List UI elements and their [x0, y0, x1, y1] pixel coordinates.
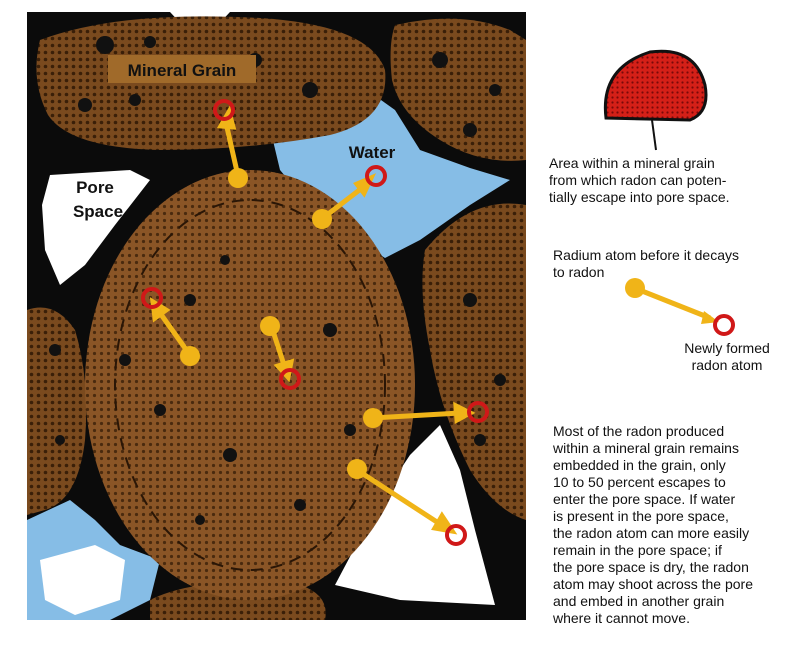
mineral-grain-top	[36, 16, 385, 150]
legend-radium-line: Radium atom before it decays	[553, 247, 803, 264]
mineral-grain-label: Mineral Grain	[128, 61, 237, 80]
legend-radon-atom	[715, 316, 733, 334]
paragraph-line: Most of the radon produced	[553, 423, 808, 440]
paragraph-line: is present in the pore space,	[553, 508, 808, 525]
radium-atom	[260, 316, 280, 336]
explanation-paragraph: Most of the radon produced within a mine…	[553, 423, 808, 627]
radium-atom	[228, 168, 248, 188]
pore-space-label-line1: Pore	[76, 178, 114, 197]
legend-area-description: Area within a mineral grain from which r…	[549, 155, 799, 206]
paragraph-line: and embed in another grain	[553, 593, 808, 610]
radium-atom	[347, 459, 367, 479]
legend-radon-line: Newly formed	[667, 340, 787, 357]
legend-area-line: tially escape into pore space.	[549, 189, 799, 206]
pore-space-label-line2: Space	[73, 202, 123, 221]
legend-radium-line: to radon	[553, 264, 803, 281]
paragraph-line: 10 to 50 percent escapes to	[553, 474, 808, 491]
legend-area-pointer	[652, 120, 656, 150]
legend-radium-description: Radium atom before it decays to radon	[553, 247, 803, 281]
paragraph-line: enter the pore space. If water	[553, 491, 808, 508]
radium-atom	[180, 346, 200, 366]
legend-radon-description: Newly formed radon atom	[667, 340, 787, 374]
paragraph-line: within a mineral grain remains	[553, 440, 808, 457]
legend-recoil-arrow	[625, 278, 733, 334]
radium-atom	[312, 209, 332, 229]
paragraph-line: remain in the pore space; if	[553, 542, 808, 559]
paragraph-line: atom may shoot across the pore	[553, 576, 808, 593]
legend-radium-atom	[625, 278, 645, 298]
legend-area-line: from which radon can poten-	[549, 172, 799, 189]
mineral-grain-center	[85, 170, 415, 600]
paragraph-line: the radon atom can more easily	[553, 525, 808, 542]
radium-atom	[363, 408, 383, 428]
legend-radon-line: radon atom	[667, 357, 787, 374]
legend-area-symbol	[605, 51, 706, 120]
paragraph-line: where it cannot move.	[553, 610, 808, 627]
legend-area-line: Area within a mineral grain	[549, 155, 799, 172]
paragraph-line: the pore space is dry, the radon	[553, 559, 808, 576]
paragraph-line: embedded in the grain, only	[553, 457, 808, 474]
water-label: Water	[349, 143, 396, 162]
